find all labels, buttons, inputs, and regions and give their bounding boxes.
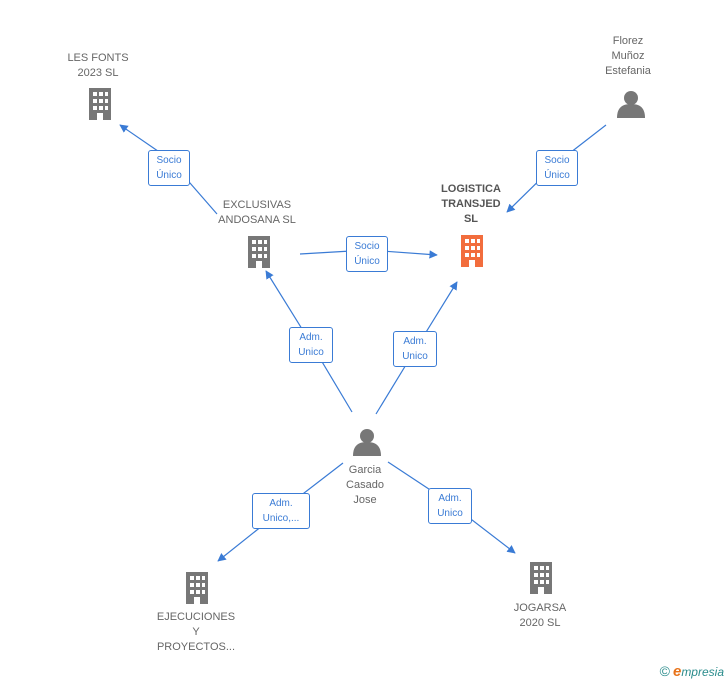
edge-label-florez-logistica: Socio Único [536,150,578,186]
empresia-logo[interactable]: ©empresia [660,663,724,680]
jogarsa-label[interactable]: JOGARSA 2020 SL [513,602,567,629]
garcia-label[interactable]: Garcia Casado Jose [346,464,384,506]
jogarsa-building-icon[interactable] [530,562,552,594]
les-fonts-building-icon[interactable] [89,88,111,120]
garcia-person-icon[interactable] [353,429,381,456]
exclusivas-building-icon[interactable] [248,236,270,268]
brand-name: mpresia [681,665,724,679]
edge-label-garcia-ejecuciones: Adm. Unico,... [252,493,310,529]
edge-label-garcia-jogarsa: Adm. Unico [428,488,472,524]
copyright-icon: © [659,663,670,679]
ejecuciones-building-icon[interactable] [186,572,208,604]
brand-initial: e [672,663,682,680]
edge-label-exclusivas-lesfonts: Socio Único [148,150,190,186]
logistica-label[interactable]: LOGISTICA TRANSJED SL [441,183,501,225]
edge-label-garcia-exclusivas: Adm. Unico [289,327,333,363]
les-fonts-label[interactable]: LES FONTS 2023 SL [67,52,129,79]
edge-label-garcia-logistica: Adm. Unico [393,331,437,367]
ejecuciones-label[interactable]: EJECUCIONES Y PROYECTOS... [156,611,236,653]
exclusivas-label[interactable]: EXCLUSIVAS ANDOSANA SL [218,199,296,226]
florez-label[interactable]: Florez Muñoz Estefania [605,35,651,77]
edge-label-exclusivas-logistica: Socio Único [346,236,388,272]
logistica-building-icon[interactable] [461,235,483,267]
florez-person-icon[interactable] [617,91,645,118]
